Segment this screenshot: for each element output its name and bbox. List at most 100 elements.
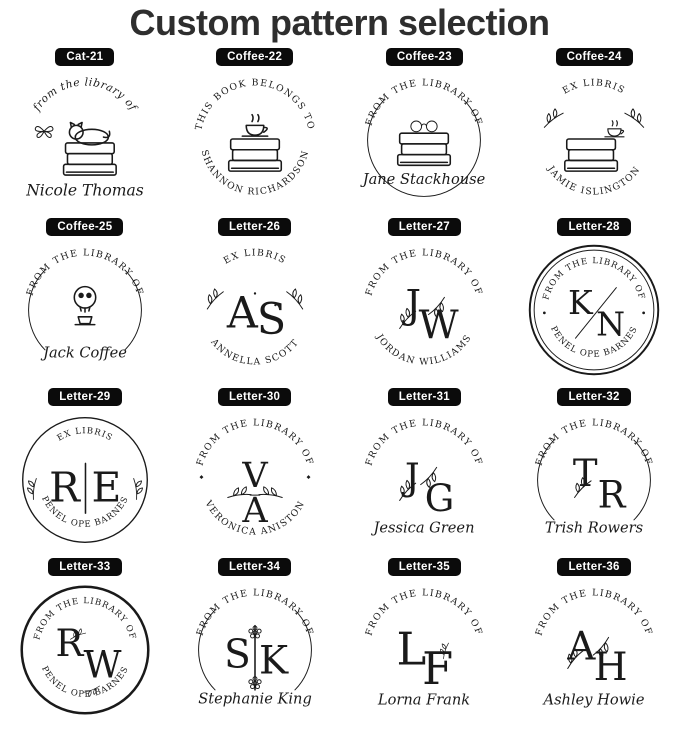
stamp-preview-cat-21: from the library of Nicole Thomas — [25, 75, 144, 199]
owner-name: Ashley Howie — [542, 692, 645, 709]
stamp-preview-letter-36: FROM THE LIBRARY OF A H Ashley Howie — [534, 587, 654, 709]
stamp-preview-letter-26: EX LIBRIS A S ANNELLA SCOTT — [199, 247, 310, 368]
books-with-coffee-icon — [564, 120, 625, 172]
dot-ornament — [642, 311, 646, 315]
monogram-letter-2: E — [91, 463, 121, 511]
stamp-border-outer — [528, 244, 660, 376]
pattern-badge: Letter-29 — [48, 388, 122, 406]
pattern-option-letter-35[interactable]: Letter-35 FROM THE LIBRARY OF L F Lorna … — [340, 558, 510, 728]
arc-text-top: FROM THE LIBRARY OF — [364, 77, 485, 127]
arc-text-bottom: ANNELLA SCOTT — [207, 336, 301, 368]
arc-text-top: FROM THE LIBRARY OF — [364, 247, 485, 297]
arc-text-top: from the library of — [29, 75, 140, 114]
arc-text-bottom: SHANNON RICHARDSON — [198, 149, 311, 198]
stamp-border — [21, 417, 148, 543]
arc-text-top: THIS BOOK BELONGS TO — [193, 77, 316, 131]
stamp-border-inner — [533, 249, 655, 371]
monogram-letter-2: K — [259, 638, 289, 683]
pattern-option-letter-26[interactable]: Letter-26 EX LIBRIS A S ANNELLA SCOTT — [170, 218, 340, 388]
pattern-option-coffee-24[interactable]: Coffee-24 EX LIBRIS JAMIE ISLINGTON — [509, 48, 679, 218]
pattern-badge: Letter-35 — [387, 558, 462, 576]
pattern-option-cat-21[interactable]: Cat-21 from the library of Nicole Thomas — [0, 48, 170, 218]
monogram-letter-1: J — [401, 456, 420, 499]
arc-text-top: EX LIBRIS — [561, 77, 628, 96]
pattern-option-coffee-23[interactable]: Coffee-23 FROM THE LIBRARY OF Jane Stack… — [340, 48, 510, 218]
sprig-icon — [130, 476, 147, 500]
stamp-border — [20, 585, 150, 715]
monogram-letter-1: T — [573, 452, 598, 495]
stamp-preview-letter-34: FROM THE LIBRARY OF S K Stephanie King — [194, 587, 314, 708]
monogram-letter-2: R — [598, 473, 627, 516]
pattern-option-coffee-25[interactable]: Coffee-25 FROM THE LIBRARY OF Jack Coffe… — [0, 218, 170, 388]
pattern-badge: Letter-30 — [217, 388, 292, 406]
arc-text-top: EX LIBRIS — [55, 426, 114, 443]
arc-text-top: EX LIBRIS — [221, 247, 288, 266]
arc-text-top: FROM THE LIBRARY OF — [32, 596, 137, 641]
stamp-preview-coffee-22: THIS BOOK BELONGS TO SHANNON RICHARDSON — [193, 77, 316, 198]
owner-name: Jane Stackhouse — [360, 171, 486, 188]
teacup-icon — [241, 113, 269, 137]
pattern-badge: Letter-36 — [557, 558, 631, 576]
pattern-badge: Letter-34 — [217, 558, 292, 576]
monogram-letter-2: N — [596, 304, 625, 343]
pattern-badge: Letter-26 — [217, 218, 292, 236]
monogram-letter-1: V — [241, 455, 268, 496]
owner-name: Stephanie King — [198, 691, 312, 708]
pattern-option-letter-28[interactable]: Letter-28 FROM THE LIBRARY OF K N PENEL … — [509, 218, 679, 388]
pattern-option-letter-36[interactable]: Letter-36 FROM THE LIBRARY OF A H Ashley… — [509, 558, 679, 728]
stamp-preview-letter-27: FROM THE LIBRARY OF J W JORDAN WILLIAMS — [364, 247, 485, 367]
teacup-on-books-icon — [227, 113, 282, 172]
pattern-option-coffee-22[interactable]: Coffee-22 THIS BOOK BELONGS TO SHANNON R… — [170, 48, 340, 218]
monogram-letter-2: S — [256, 294, 285, 344]
sprig-icon — [283, 285, 310, 310]
dot-ornament — [253, 292, 256, 295]
pattern-badge: Coffee-24 — [555, 48, 633, 66]
book-stack-icon — [564, 138, 619, 172]
stamp-preview-letter-28: FROM THE LIBRARY OF K N PENEL OPE BARNES — [528, 244, 660, 376]
cat-icon — [68, 121, 111, 146]
pattern-option-letter-32[interactable]: Letter-32 FROM THE LIBRARY OF T R Trish … — [509, 388, 679, 558]
monogram-letter-2: W — [419, 303, 459, 348]
dot-ornament — [273, 303, 277, 307]
stamp-ornaments — [248, 624, 262, 691]
monogram-letter-1: L — [397, 623, 427, 676]
pattern-badge: Letter-28 — [557, 218, 631, 236]
stamp-preview-coffee-25: FROM THE LIBRARY OF Jack Coffee — [24, 247, 144, 362]
book-stack-icon — [397, 132, 452, 167]
pattern-option-letter-31[interactable]: Letter-31 FROM THE LIBRARY OF J G Jessic… — [340, 388, 510, 558]
monogram-letter-2: F — [422, 642, 453, 695]
stamp-ornaments — [543, 287, 646, 339]
pattern-badge: Coffee-25 — [46, 218, 124, 236]
pattern-option-letter-33[interactable]: Letter-33 FROM THE LIBRARY OF R W PENEL … — [0, 558, 170, 728]
stamp-preview-letter-32: FROM THE LIBRARY OF T R Trish Rowers — [534, 417, 654, 536]
owner-name: Lorna Frank — [377, 692, 470, 709]
pattern-badge: Coffee-22 — [216, 48, 294, 66]
pattern-option-letter-27[interactable]: Letter-27 FROM THE LIBRARY OF J W JORDAN… — [340, 218, 510, 388]
book-stack-icon — [227, 138, 282, 172]
diamond-ornament — [306, 475, 311, 480]
sprig-icon — [23, 476, 40, 500]
stamp-preview-coffee-23: FROM THE LIBRARY OF Jane Stackhouse — [360, 77, 486, 197]
owner-name: Jack Coffee — [40, 345, 127, 362]
monogram-letter-2: W — [83, 643, 121, 686]
sprig-icon — [199, 285, 226, 310]
book-stack-icon — [62, 142, 117, 176]
owner-name: Jessica Green — [371, 520, 475, 537]
monogram-letter-1: A — [566, 625, 596, 670]
monogram-letter-2: G — [425, 477, 455, 520]
stamp-ornaments — [199, 285, 310, 310]
skull-coffee-icon — [73, 285, 97, 326]
pattern-badge: Coffee-23 — [385, 48, 463, 66]
pattern-option-letter-34[interactable]: Letter-34 FROM THE LIBRARY OF S K Stepha… — [170, 558, 340, 728]
coffee-cup-icon — [604, 120, 625, 138]
pattern-badge: Cat-21 — [55, 48, 115, 66]
monogram-letter-1: J — [402, 283, 422, 328]
diamond-ornament — [199, 475, 204, 480]
stamp-preview-letter-30: FROM THE LIBRARY OF V A VERONICA ANISTON — [194, 417, 314, 537]
monogram-letter-1: R — [49, 463, 81, 511]
pattern-option-letter-30[interactable]: Letter-30 FROM THE LIBRARY OF V A VERONI… — [170, 388, 340, 558]
pattern-option-letter-29[interactable]: Letter-29 EX LIBRIS R E PENEL OPE BARNES — [0, 388, 170, 558]
sprig-icon — [623, 105, 650, 128]
page-title: Custom pattern selection — [129, 2, 550, 43]
cat-on-books-icon — [34, 121, 117, 176]
